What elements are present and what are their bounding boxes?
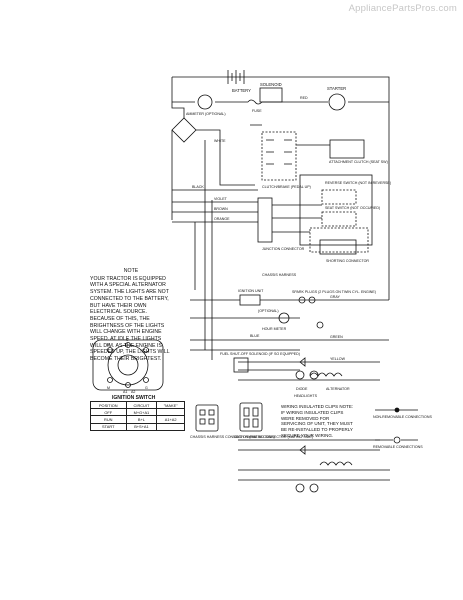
optional-label: (OPTIONAL) — [258, 309, 279, 313]
terminal-a2: A2 — [131, 390, 135, 394]
terminal-g: G — [145, 386, 148, 390]
ign-header-circuit: CIRCUIT — [125, 400, 158, 410]
wire-label-white: WHITE — [214, 139, 226, 143]
nonremovable-label: NON-REMOVABLE CONNECTIONS — [373, 415, 432, 419]
ignition-switch-title: IGNITION SWITCH — [112, 395, 156, 401]
battery-label: BATTERY — [232, 88, 251, 93]
table-row: START B+S+A1 — [90, 422, 185, 431]
wire-label-yellow: YELLOW — [330, 357, 346, 361]
wire-label-green: GREEN — [330, 335, 343, 339]
spark-plugs-label: SPARK PLUGS (2 PLUGS ON TWIN CYL. ENGINE… — [292, 290, 376, 294]
solenoid-box — [259, 87, 283, 103]
terminal-m: M — [107, 386, 110, 390]
wire-label-red: RED — [300, 96, 308, 100]
wiring-clips-note: WIRING INSULATED CLIPS NOTE: IF WIRING I… — [281, 404, 354, 438]
chassis-harness-label: CHASSIS HARNESS — [262, 273, 297, 277]
terminal-b: B — [107, 343, 110, 347]
headlight-left — [295, 370, 305, 380]
attachment-clutch-label: ATTACHMENT CLUTCH (SEAT SW) — [329, 160, 388, 164]
solenoid-label: SOLENOID — [260, 82, 282, 87]
reverse-switch-box — [299, 174, 373, 246]
seat-switch-box — [309, 227, 369, 253]
ign-header-position: POSITION — [90, 400, 127, 410]
ignition-switch-graphic — [92, 339, 164, 391]
wire-label-black: BLACK — [192, 185, 204, 189]
starter-symbol — [328, 93, 346, 111]
wire-label-gray: GRAY — [330, 295, 341, 299]
hour-meter-label: HOUR METER — [262, 327, 287, 331]
clutch-brake-switch — [261, 131, 297, 181]
shorting-connector — [319, 239, 357, 255]
battery-symbol — [227, 70, 245, 84]
headlight-right — [309, 370, 319, 380]
diode-symbol — [299, 357, 306, 367]
ammeter-label: AMMETER (OPTIONAL) — [186, 112, 226, 116]
removable-label: REMOVABLE CONNECTIONS — [373, 445, 423, 449]
terminal-l: L — [145, 343, 147, 347]
chassis-connector-label: CHASSIS HARNESS CONNECTOR (MATING SIDE) — [190, 435, 275, 439]
ignition-switch-table: POSITION CIRCUIT "MAKE" OFF M+G+A1 RUN B… — [90, 400, 185, 431]
table-row: OFF M+G+A1 — [90, 408, 185, 417]
ammeter-symbol — [197, 94, 213, 110]
wire-label-blue: BLUE — [250, 334, 260, 338]
alternator-coil — [309, 372, 343, 377]
reverse-switch-label: REVERSE SWITCH (NOT IN REVERSE) — [325, 181, 391, 185]
shorting-connector-label: SHORTING CONNECTOR — [326, 259, 369, 263]
wire-label-orange: ORANGE — [214, 217, 230, 221]
watermark-text: AppliancePartsPros.com — [348, 3, 457, 14]
wire-label-violet: VIOLET — [214, 197, 228, 201]
fuse-symbol — [247, 99, 263, 105]
dash-harness-connector — [239, 402, 263, 432]
seat-switch-label: SEAT SWITCH (NOT OCCUPIED) — [325, 206, 380, 210]
starter-label: STARTER — [327, 86, 346, 91]
ign-header-make: "MAKE" — [156, 400, 185, 410]
note-title: NOTE — [123, 268, 139, 274]
fuel-shutoff-solenoid — [233, 357, 249, 373]
attachment-clutch — [329, 139, 365, 159]
fuse-label: FUSE — [252, 109, 262, 113]
table-row: RUN B+L A1+A2 — [90, 415, 185, 424]
terminal-s: S — [126, 338, 129, 342]
diode-label: DIODE — [296, 387, 308, 391]
alternator-note: NOTE YOUR TRACTOR IS EQUIPPED WITH A SPE… — [90, 268, 172, 363]
dash-connector-label: DASH HARNESS CONNECTOR (MATING SIDE) — [234, 435, 313, 439]
fuel-shutoff-label: FUEL SHUT-OFF SOLENOID (IF SO EQUIPPED) — [220, 352, 300, 356]
junction-connector-block — [257, 197, 273, 243]
junction-connector-label: JUNCTION CONNECTOR — [262, 247, 305, 251]
chassis-harness-connector — [195, 404, 219, 432]
ignition-unit-box — [239, 294, 261, 306]
terminal-a1: A1 — [123, 390, 127, 394]
rectifier-bridge — [171, 117, 197, 143]
hour-meter-symbol — [278, 312, 290, 324]
note-body: YOUR TRACTOR IS EQUIPPED WITH A SPECIAL … — [90, 275, 170, 363]
clutch-brake-label: CLUTCH/BRAKE (PEDAL UP) — [262, 185, 311, 189]
wire-label-brown: BROWN — [214, 207, 228, 211]
ignition-unit-label: IGNITION UNIT — [238, 289, 264, 293]
alternator-label: ALTERNATOR — [326, 387, 350, 391]
headlights-label: HEADLIGHTS — [294, 394, 318, 398]
